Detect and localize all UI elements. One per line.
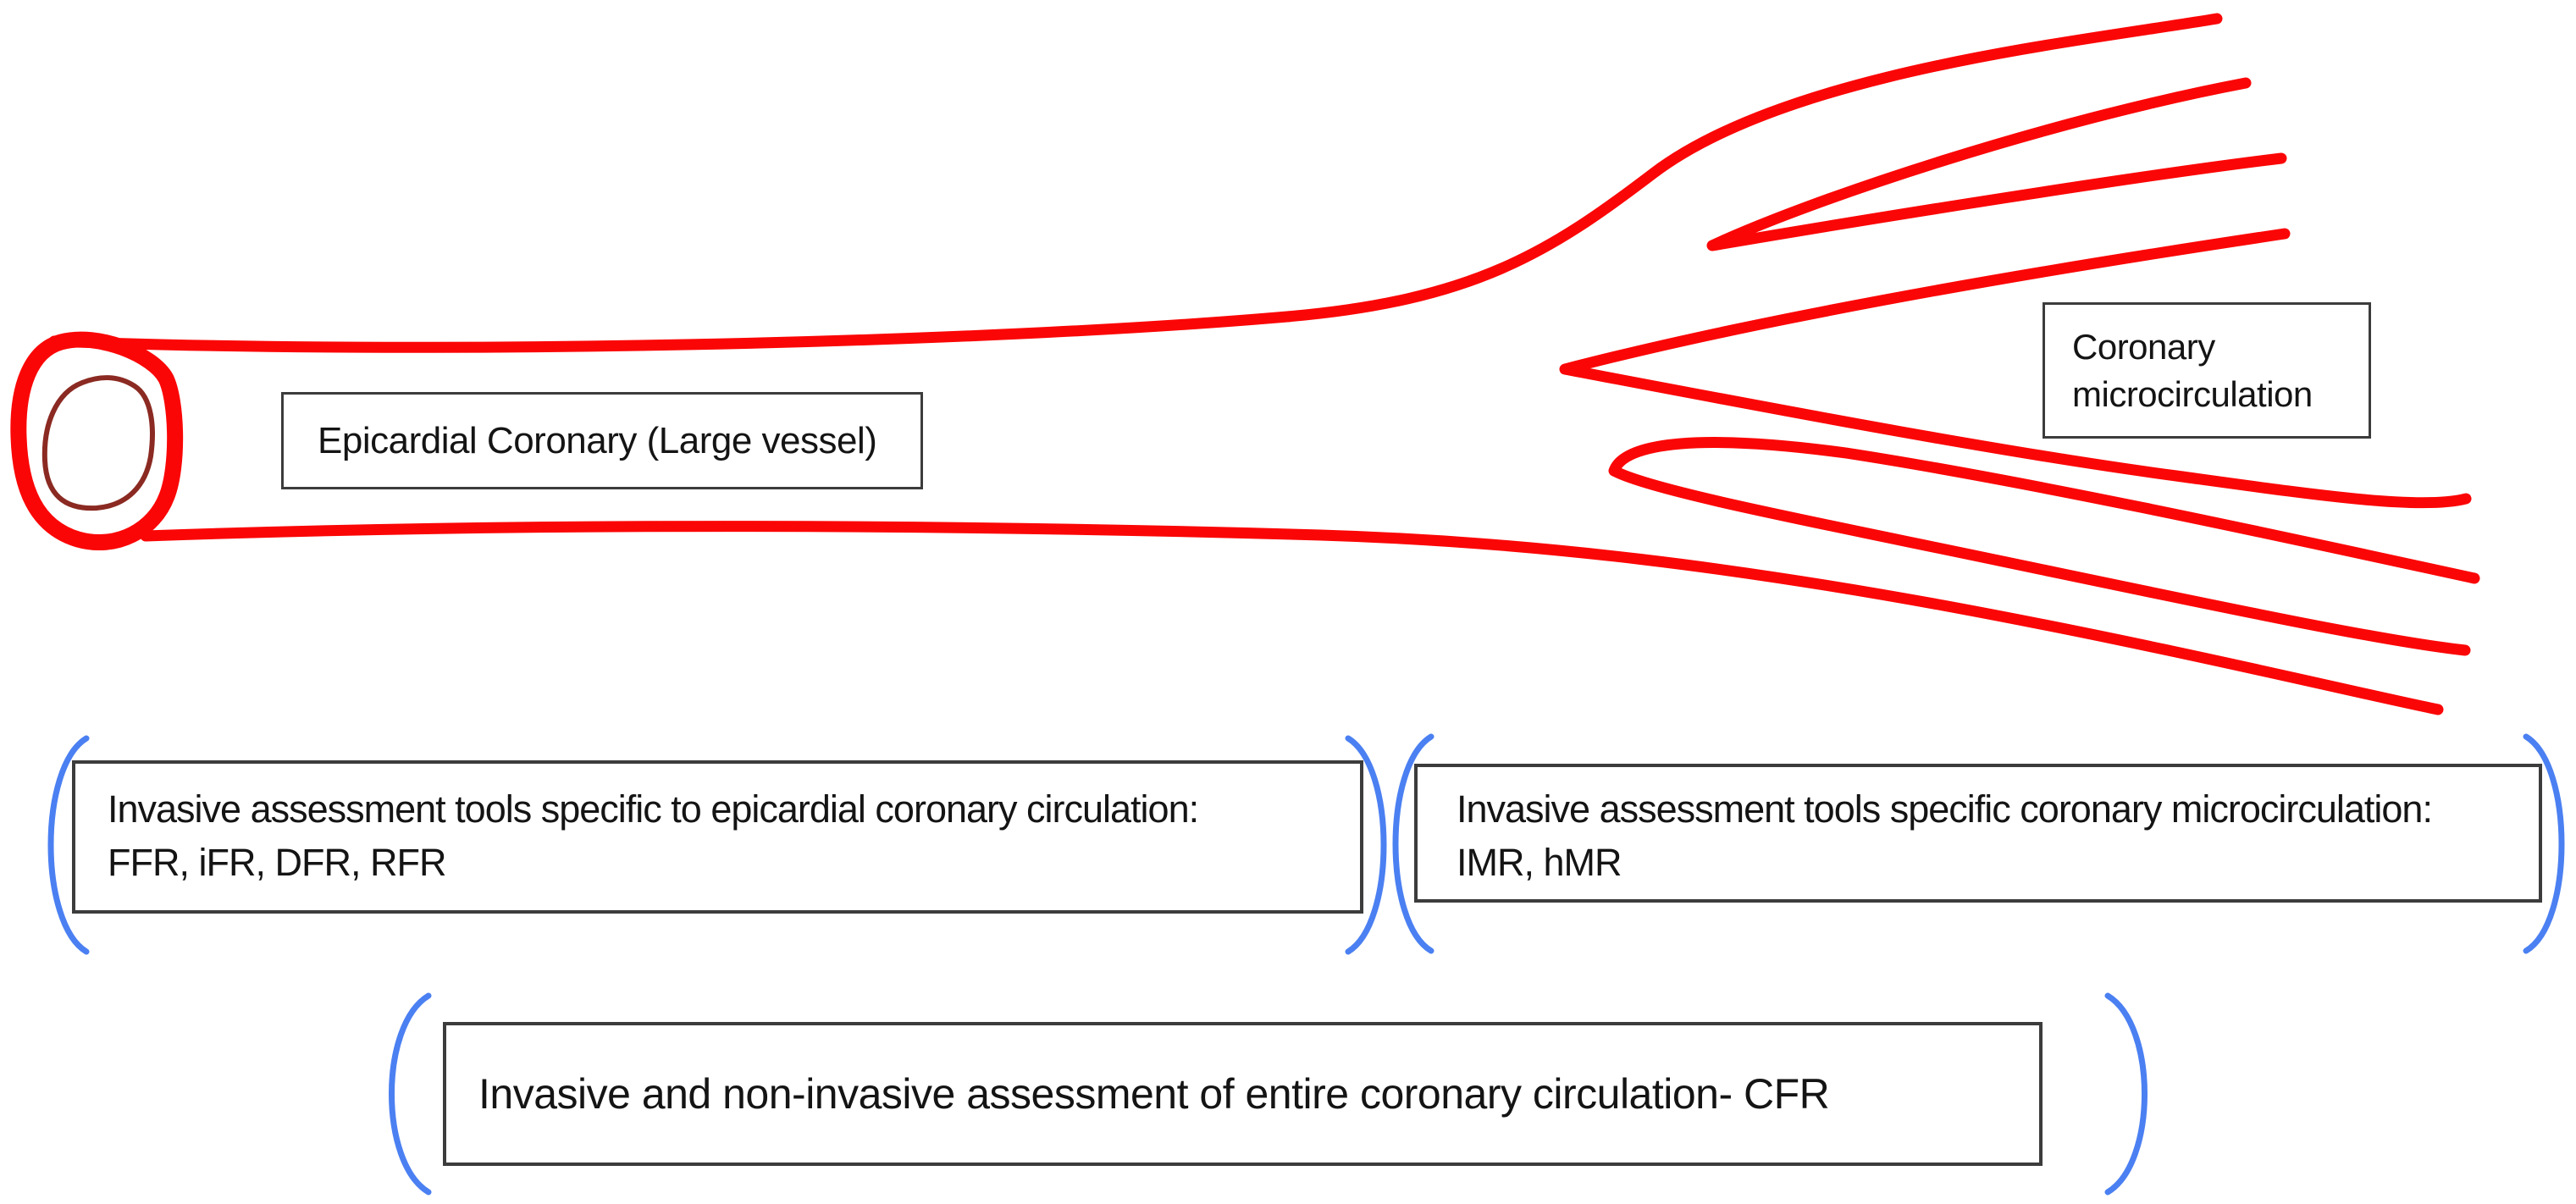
vessel-lumen-ring [41, 375, 155, 511]
epicardial-tools-box: Invasive assessment tools specific to ep… [72, 760, 1363, 914]
vessel-bottom-branch [140, 521, 2444, 715]
epicardial-tools-description: Invasive assessment tools specific to ep… [108, 787, 1199, 831]
micro-tools-list: IMR, hMR [1457, 841, 1622, 884]
open-bracket-entire-circulation [389, 992, 432, 1196]
close-bracket-micro-tools [2523, 733, 2565, 954]
vessel-top-branch [48, 13, 2223, 353]
microcirculation-label: Coronary microcirculation [2043, 302, 2371, 439]
microcirculation-label-line2: microcirculation [2072, 373, 2313, 414]
close-bracket-epicardial-tools [1345, 735, 1387, 955]
entire-circulation-box: Invasive and non-invasive assessment of … [443, 1022, 2043, 1166]
open-bracket-epicardial-tools [47, 735, 90, 955]
microcirculation-label-line1: Coronary [2072, 326, 2215, 367]
entire-circulation-text: Invasive and non-invasive assessment of … [478, 1070, 1830, 1118]
epicardial-tools-list: FFR, iFR, DFR, RFR [108, 841, 446, 884]
epicardial-vessel-label: Epicardial Coronary (Large vessel) [281, 392, 923, 489]
hairpin-branch [1608, 437, 2480, 656]
middle-wedge-branch [1559, 228, 2472, 509]
micro-tools-box: Invasive assessment tools specific coron… [1414, 764, 2542, 903]
close-bracket-entire-circulation [2104, 992, 2148, 1196]
epicardial-vessel-label-text: Epicardial Coronary (Large vessel) [318, 419, 877, 461]
vessel-opening-outline [10, 331, 184, 551]
upper-wedge-branch [1706, 77, 2287, 251]
micro-tools-description: Invasive assessment tools specific coron… [1457, 787, 2433, 831]
open-bracket-micro-tools [1392, 733, 1434, 954]
